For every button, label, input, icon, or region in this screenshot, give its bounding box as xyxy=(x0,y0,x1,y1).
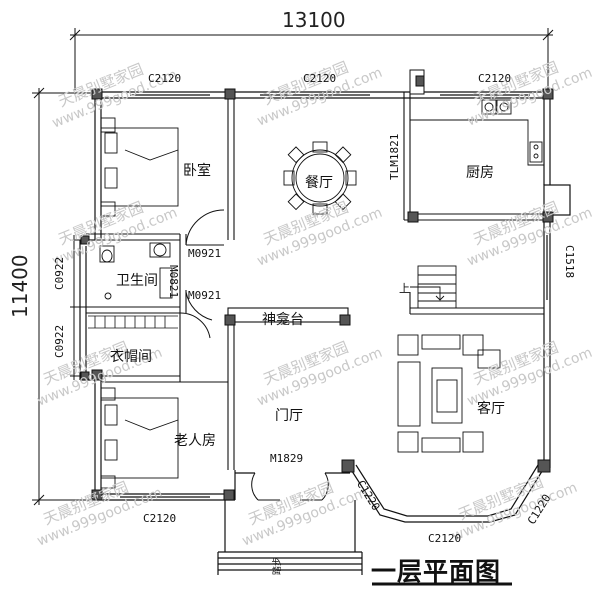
exterior-walls xyxy=(79,91,571,575)
bedroom-door-label: M0921 xyxy=(188,247,222,260)
kitchen-door-label: TLM1821 xyxy=(388,133,401,180)
window-bottom-right-label: C2120 xyxy=(428,532,462,545)
wardrobe-door-label: M0921 xyxy=(188,289,222,302)
step-label: 踏步 xyxy=(273,556,283,575)
left-window-lower-label: C0922 xyxy=(53,324,66,358)
bathroom-door-label: M0821 xyxy=(167,265,180,299)
total-height-label: 11400 xyxy=(8,254,32,318)
elder-room-label: 老人房 xyxy=(174,433,216,449)
window-bottom-left-label: C2120 xyxy=(143,512,177,525)
dining-table xyxy=(283,141,357,215)
bathroom-label: 卫生间 xyxy=(116,273,158,289)
elder-bed xyxy=(100,387,179,489)
bedroom-label: 卧室 xyxy=(183,163,211,179)
altar-label: 神龛台 xyxy=(262,312,304,328)
kitchen-label: 厨房 xyxy=(466,165,494,181)
staircase xyxy=(410,265,457,309)
total-width-label: 13100 xyxy=(282,8,346,32)
main-door-label: M1829 xyxy=(270,452,304,465)
window-top-left-label: C2120 xyxy=(148,72,182,85)
foyer-label: 门厅 xyxy=(275,408,303,424)
bathroom-fixtures xyxy=(99,242,173,300)
wardrobe-rack xyxy=(88,315,178,329)
window-top-middle-label: C2120 xyxy=(303,72,337,85)
bedroom-bed xyxy=(100,117,179,217)
right-window-label: C1518 xyxy=(563,245,576,279)
kitchen-counter xyxy=(410,99,544,166)
left-window-upper-label: C0922 xyxy=(53,256,66,290)
living-furniture xyxy=(397,334,501,453)
dining-label: 餐厅 xyxy=(305,175,333,191)
stair-up-label: 上 xyxy=(399,282,410,295)
window-top-right-label: C2120 xyxy=(478,72,512,85)
wardrobe-label: 衣帽间 xyxy=(110,349,152,365)
columns xyxy=(80,69,554,501)
plan-title: 一层平面图 xyxy=(371,557,502,586)
living-label: 客厅 xyxy=(477,401,505,417)
door-swings xyxy=(179,209,329,501)
